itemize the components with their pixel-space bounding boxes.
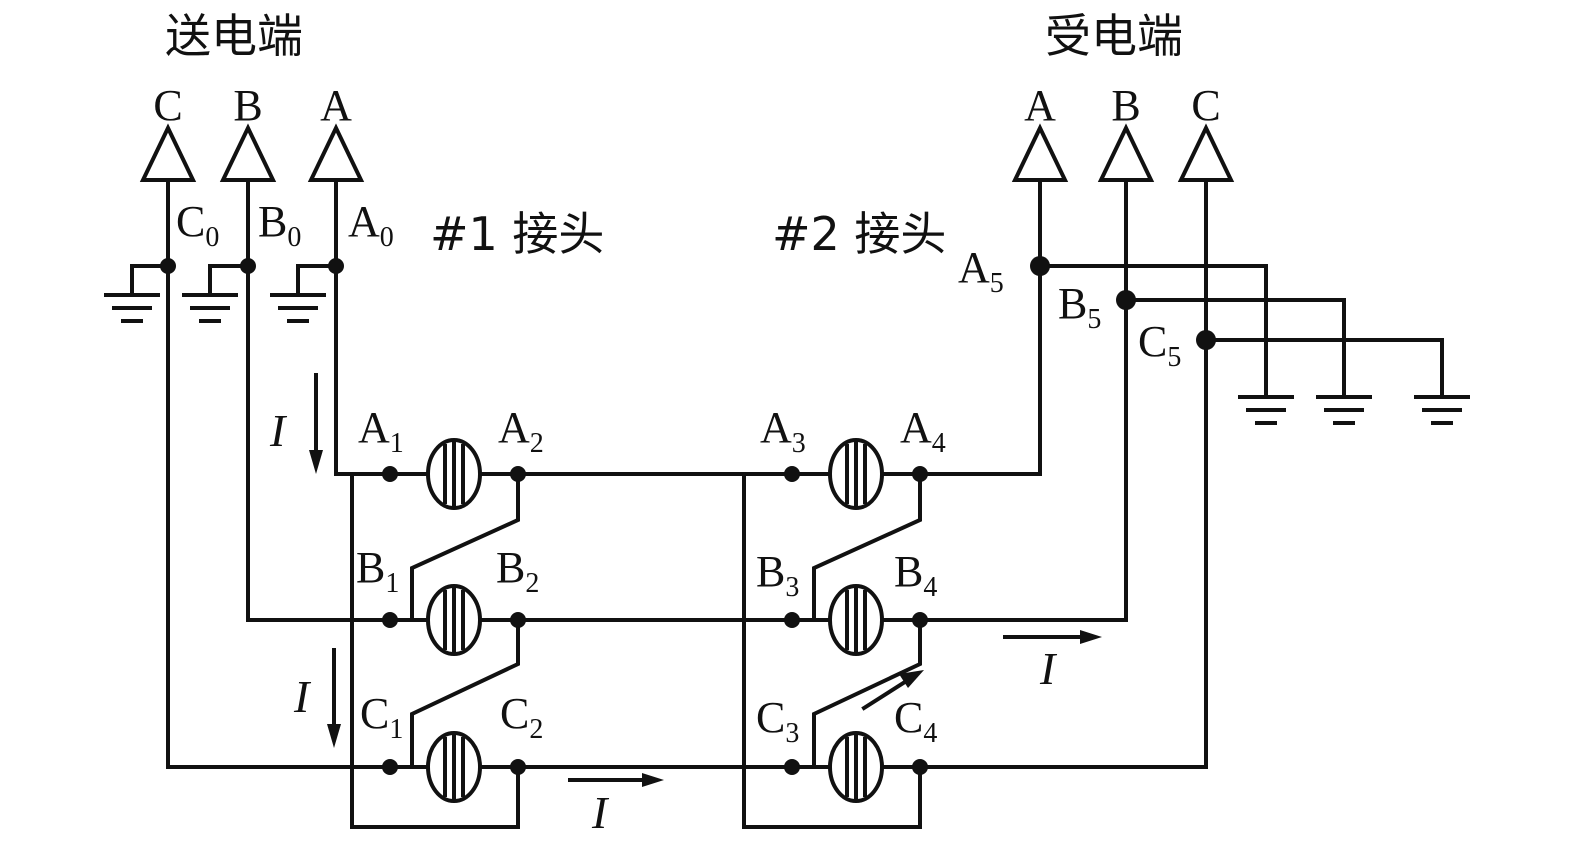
phase-label-right-c: C bbox=[1191, 81, 1220, 130]
node-label-c3: C3 bbox=[756, 693, 799, 749]
node-label-b1: B1 bbox=[356, 543, 399, 599]
ground-icons bbox=[104, 293, 1470, 425]
current-label-2: I bbox=[293, 671, 312, 722]
current-label-4: I bbox=[1039, 643, 1058, 694]
node-labels: C0 B0 A0 A1 A2 B1 B2 C1 C2 A3 A4 B3 B4 C… bbox=[176, 197, 1181, 749]
phase-label-left-c: C bbox=[153, 81, 182, 130]
node-label-b4: B4 bbox=[894, 547, 937, 603]
node-label-a1: A1 bbox=[358, 403, 404, 459]
node-label-b2: B2 bbox=[496, 543, 539, 599]
current-arrows bbox=[309, 373, 1102, 787]
node-label-c4: C4 bbox=[894, 693, 937, 749]
current-label-1: I bbox=[269, 405, 288, 456]
phase-label-left-a: A bbox=[320, 81, 352, 130]
node-label-a0: A0 bbox=[348, 197, 394, 253]
node-label-a3: A3 bbox=[760, 403, 806, 459]
node-label-c5: C5 bbox=[1138, 317, 1181, 373]
phase-label-left-b: B bbox=[233, 81, 262, 130]
node-label-a5: A5 bbox=[958, 243, 1004, 299]
node-label-b5: B5 bbox=[1058, 279, 1101, 335]
node-label-b0: B0 bbox=[258, 197, 301, 253]
phase-label-right-a: A bbox=[1024, 81, 1056, 130]
receiving-end-title: 受电端 bbox=[1045, 9, 1183, 63]
sending-end-title: 送电端 bbox=[165, 9, 303, 63]
connection-dots bbox=[160, 256, 1216, 775]
node-label-a2: A2 bbox=[498, 403, 544, 459]
node-label-c2: C2 bbox=[500, 689, 543, 745]
node-label-b3: B3 bbox=[756, 547, 799, 603]
node-label-a4: A4 bbox=[900, 403, 946, 459]
current-label-3: I bbox=[591, 787, 610, 838]
joint-2-label: #2 接头 bbox=[772, 207, 946, 261]
node-label-c0: C0 bbox=[176, 197, 219, 253]
phase-label-right-b: B bbox=[1111, 81, 1140, 130]
node-label-c1: C1 bbox=[360, 689, 403, 745]
joint-1-label: #1 接头 bbox=[430, 207, 604, 261]
sheath-wires bbox=[130, 178, 1444, 829]
terminal-triangle-icons bbox=[139, 123, 1235, 182]
